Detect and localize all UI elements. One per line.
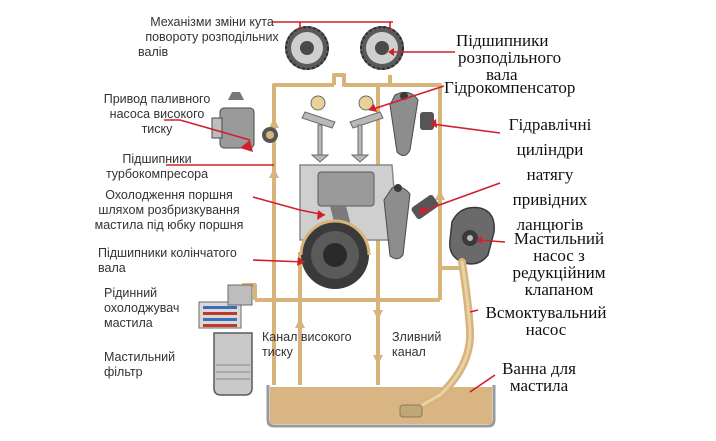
callout-piston-cooling: [252, 196, 326, 216]
label-tensioner-cylinders: Гідравлічні циліндри натягу привідних ла…: [508, 115, 592, 234]
callout-tensioner-upper: [431, 123, 501, 134]
label-turbo-bearings: Підшипники турбокомпресора: [105, 152, 209, 181]
callout-tensioner-lower: [419, 182, 501, 213]
label-piston-cooling: Охолодження поршня шляхом розбризкування…: [94, 188, 244, 232]
callout-arrowheads: [240, 48, 482, 266]
chain-guide-upper: [389, 91, 419, 156]
label-oil-filter: Мастильний фільтр: [104, 350, 176, 379]
flow-arrow-down: [373, 310, 383, 320]
oil-level: [270, 387, 492, 424]
oil-pump: [449, 206, 495, 265]
crankshaft: [299, 219, 371, 289]
label-oil-pump: Мастильний насос з редукційним клапаном: [512, 229, 606, 299]
main-left-channel: [272, 83, 334, 385]
piston: [317, 171, 375, 207]
oil-filter: [213, 284, 253, 396]
oil-cooler: [198, 301, 242, 329]
callout-crankshaft: [252, 259, 306, 263]
chain-guide-lower: [383, 184, 411, 260]
camshaft-phaser-left: [285, 26, 329, 70]
flow-arrows: [269, 118, 445, 365]
flow-arrow-up: [269, 168, 279, 178]
callout-camshaft-phasers: [272, 21, 393, 30]
label-hp-fuel-pump-drive: Привод паливного насоса високого тиску: [103, 92, 211, 136]
label-drain-channel: Зливний канал: [392, 330, 442, 359]
callout-oil-pump: [477, 239, 506, 243]
valve-train: [301, 95, 384, 163]
label-hydro-compensator: Гідрокомпенсатор: [444, 78, 576, 97]
callout-suction-pipe: [469, 309, 479, 313]
callout-oil-sump: [469, 374, 496, 393]
oil-sump: [266, 385, 496, 428]
tensioner-cylinder: [411, 112, 439, 220]
camshaft-phaser-right: [360, 26, 404, 70]
label-crankshaft-bearings: Підшипники колінчатого вала: [98, 246, 237, 275]
label-suction-pipe: Всмоктувальний насос: [485, 303, 607, 339]
label-hp-channel: Канал високого тиску: [262, 330, 352, 359]
flow-arrow-up: [295, 318, 305, 328]
flow-arrow-up: [269, 118, 279, 128]
label-oil-sump: Ванна для мастила: [502, 359, 576, 395]
flow-arrow-up: [435, 190, 445, 200]
callout-lines: [164, 21, 506, 393]
label-camshaft-bearings: Підшипники розподільного вала: [456, 31, 562, 84]
flow-arrow-down: [373, 355, 383, 365]
callout-hydro-compensator: [369, 85, 445, 111]
label-camshaft-phasers: Механізми зміни кута повороту розподільн…: [138, 15, 279, 59]
suction-pipe: [399, 258, 475, 418]
callout-hp-fuel-pump: [164, 119, 251, 141]
label-oil-cooler: Рідинний охолоджувач мастила: [104, 286, 180, 330]
hp-fuel-pump: [211, 92, 278, 149]
